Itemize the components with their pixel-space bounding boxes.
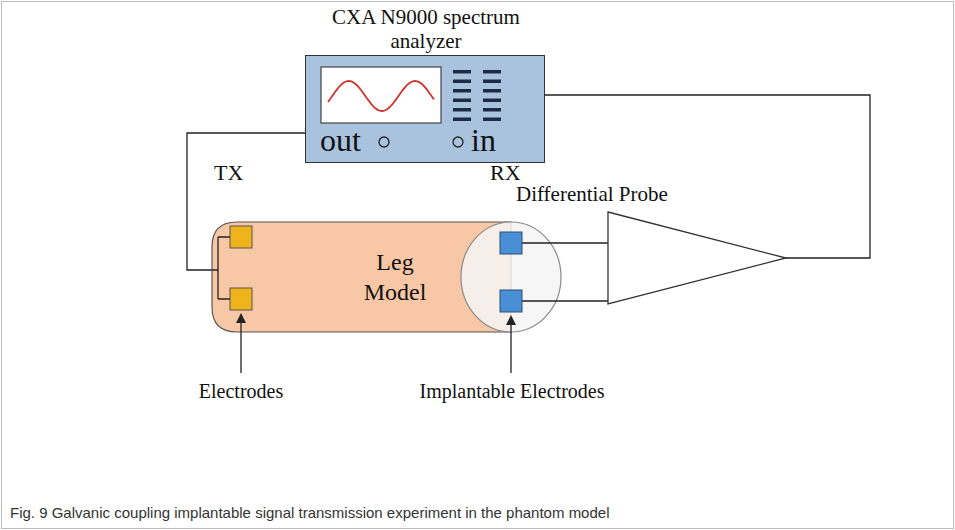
implantable-electrode [500,290,522,312]
probe-name: Differential Probe [516,182,668,206]
analyzer-key [453,89,471,93]
signal-wire [562,300,608,301]
analyzer-key [453,118,471,122]
callout-label: Implantable Electrodes [420,380,605,403]
port-role-label: TX [214,160,243,185]
analyzer-key [483,80,501,84]
leader-arrowhead [506,315,516,325]
leader-arrowhead [236,313,246,323]
figure-caption: Fig. 9 Galvanic coupling implantable sig… [10,504,609,521]
analyzer-key [483,89,501,93]
device-title: CXA N9000 spectrum analyzer [326,5,526,53]
port-jack [453,137,463,147]
analyzer-key [483,70,501,74]
amplifier-triangle [608,212,786,304]
leg-model: Leg Model [212,222,562,332]
leg-model-shape [212,222,562,332]
analyzer-key [453,99,471,103]
analyzer-key [483,118,501,122]
leg-cross-section [461,222,561,332]
leader-line [240,321,241,373]
tx-electrode [230,226,252,248]
spectrum-analyzer: CXA N9000 spectrum analyzeroutin [305,55,545,163]
signal-wire [562,242,608,243]
port-role-label: RX [490,160,521,185]
analyzer-screen [321,67,441,123]
model-name: Leg Model [355,247,435,307]
tx-electrode [230,288,252,310]
port-label: out [320,122,361,159]
callout-label: Electrodes [199,380,283,403]
analyzer-key [453,70,471,74]
implantable-electrode [500,232,522,254]
port-jack [379,137,389,147]
differential-probe: Differential Probe [608,212,786,304]
analyzer-key [483,99,501,103]
port-label: in [471,122,496,159]
leader-line [510,323,511,373]
analyzer-key [453,108,471,112]
analyzer-key [453,80,471,84]
signal-wire [545,95,870,258]
rx-wire [522,243,562,301]
analyzer-key [483,108,501,112]
differential-probe-shape [608,212,786,304]
sine-trace [328,81,434,111]
tx-branch-wire [212,237,230,299]
